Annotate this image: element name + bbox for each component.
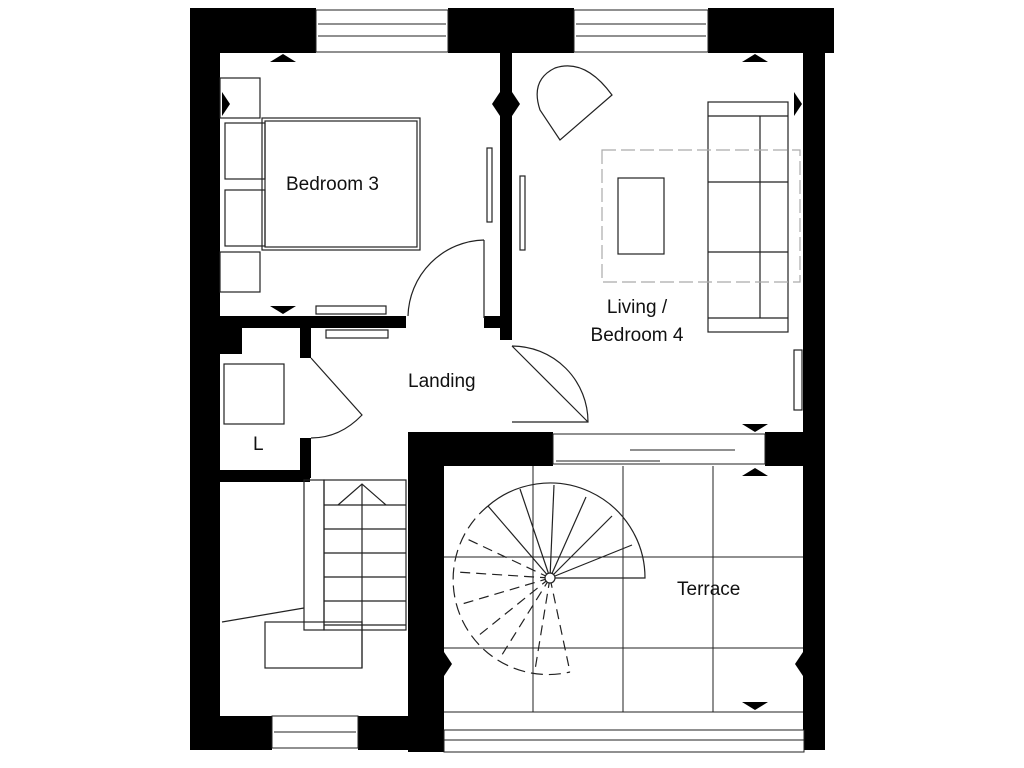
room-label-l: L: [253, 434, 264, 455]
room-label-living-line1: Living /: [606, 297, 668, 318]
room-label-terrace: Terrace: [677, 579, 741, 600]
markers: [222, 54, 803, 710]
stairs: [221, 479, 407, 669]
armchair: [536, 65, 613, 141]
furniture: [219, 65, 803, 425]
walls: [190, 8, 834, 752]
bed: [261, 117, 421, 251]
sofa: [707, 101, 789, 333]
terrace-tiles: [444, 466, 803, 713]
windows: [271, 9, 805, 753]
coffee-table: [617, 177, 665, 255]
rug: [601, 149, 801, 283]
room-label-living: Living / Bedroom 4: [582, 297, 692, 347]
doors: [310, 239, 589, 439]
room-label-living-line2: Bedroom 4: [590, 325, 684, 346]
room-label-landing: Landing: [408, 371, 476, 392]
spiral-staircase: [452, 482, 646, 676]
room-label-bedroom-3: Bedroom 3: [286, 174, 379, 195]
